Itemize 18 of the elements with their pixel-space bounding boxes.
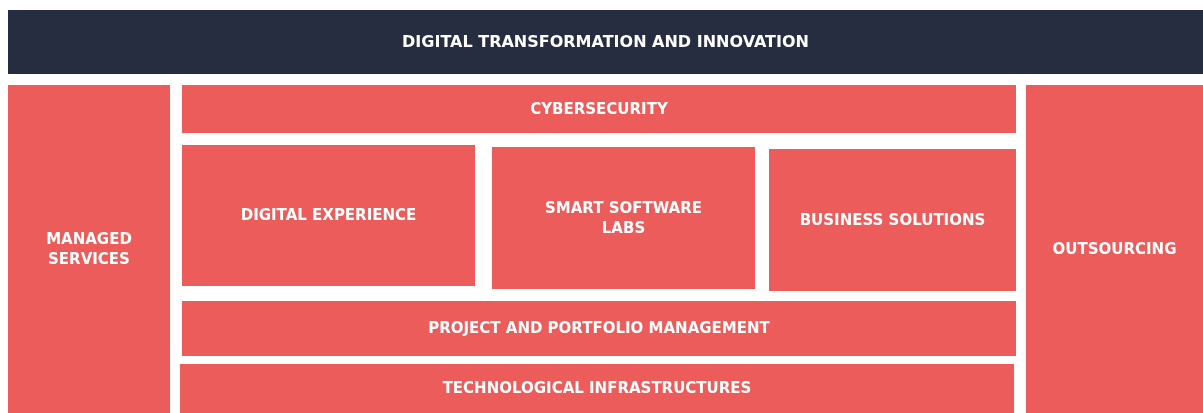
tile-label: DIGITAL TRANSFORMATION AND INNOVATION — [402, 31, 809, 53]
service-tile — [1026, 85, 1203, 413]
tile-label: OUTSOURCING — [1052, 238, 1177, 260]
tile-label: TECHNOLOGICAL INFRASTRUCTURES — [442, 378, 752, 399]
header-band — [8, 10, 1203, 74]
tile-label: SMART SOFTWARE LABS — [544, 197, 703, 239]
tile-label: MANAGED SERVICES — [45, 228, 133, 270]
tile-label: DIGITAL EXPERIENCE — [240, 205, 417, 226]
tile-label: BUSINESS SOLUTIONS — [799, 209, 986, 231]
service-tile — [492, 147, 755, 289]
service-tile — [769, 149, 1016, 291]
service-tile — [8, 85, 170, 413]
service-tile — [180, 364, 1014, 413]
service-tile — [182, 145, 475, 286]
tile-label: CYBERSECURITY — [530, 98, 668, 120]
service-tile — [182, 85, 1016, 133]
tile-label: PROJECT AND PORTFOLIO MANAGEMENT — [428, 318, 770, 339]
service-tile — [182, 301, 1016, 356]
